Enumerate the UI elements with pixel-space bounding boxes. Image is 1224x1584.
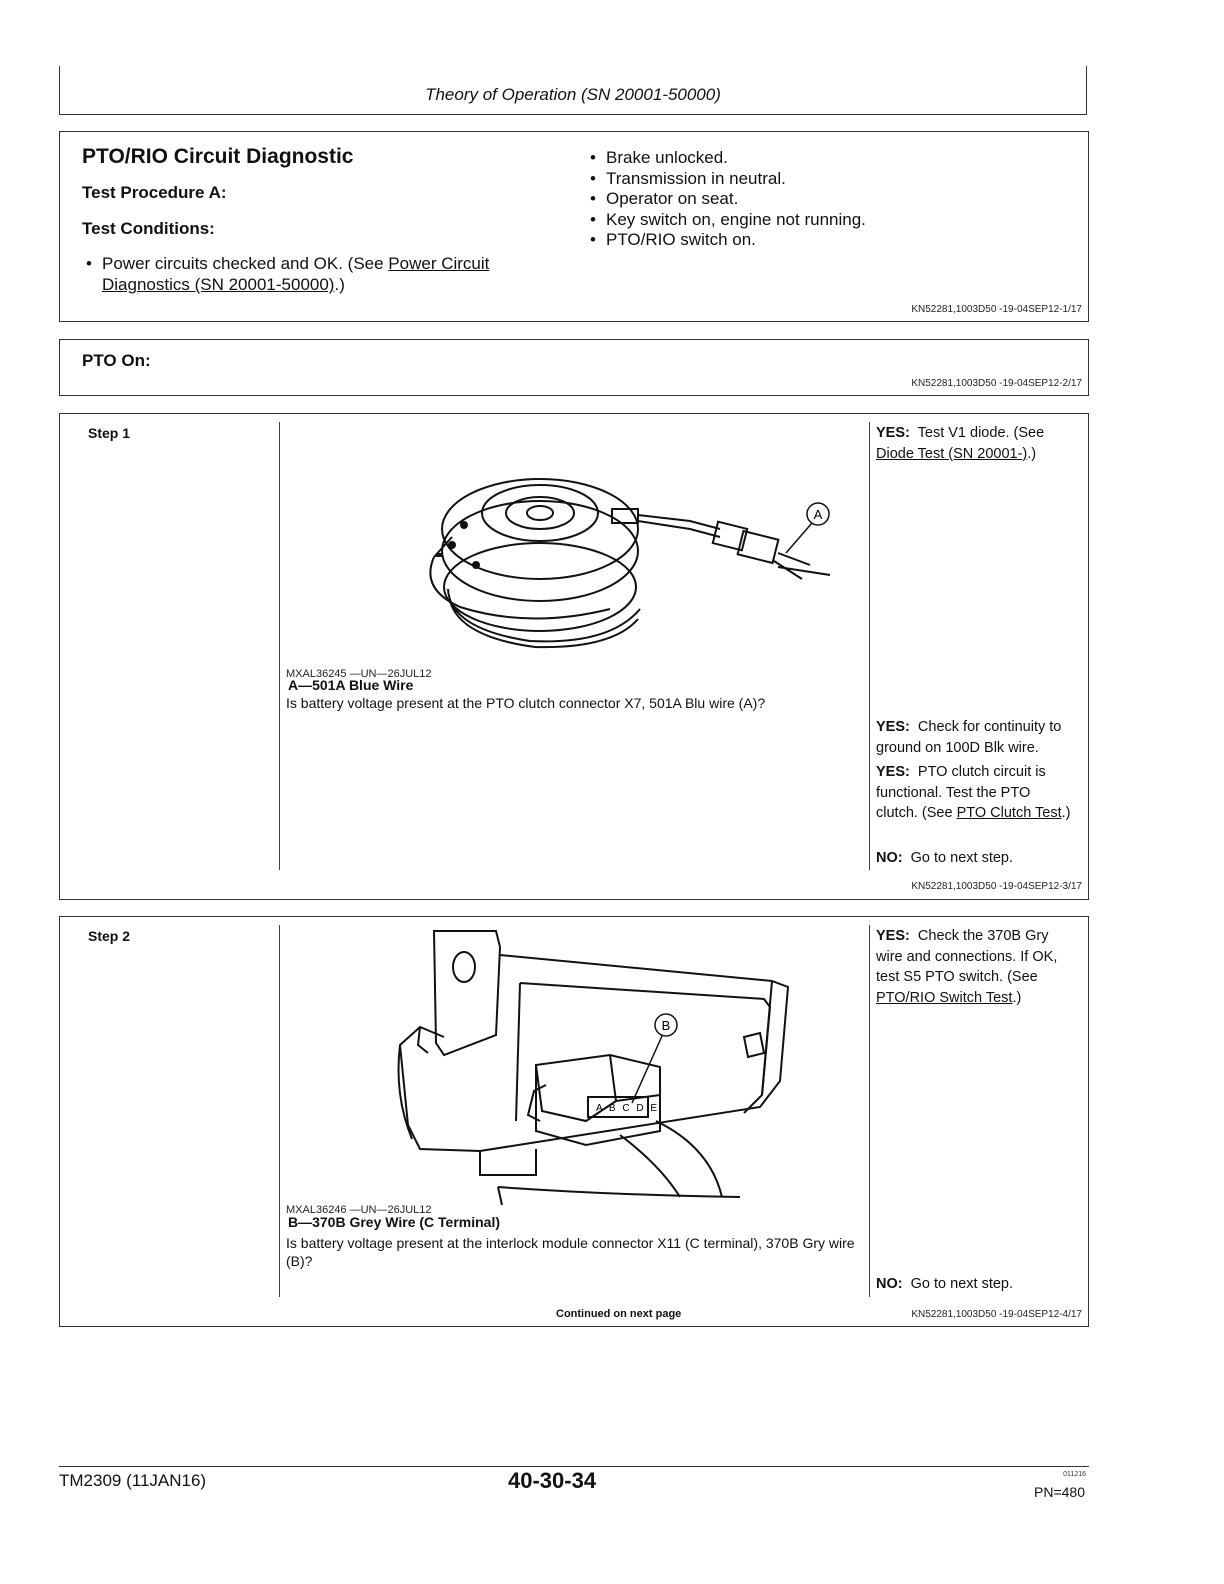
section-title: PTO/RIO Circuit Diagnostic [82,145,354,168]
step-1-box: Step 1 [59,413,1089,900]
no-result: NO: Go to next step. [876,1274,1071,1295]
condition-item: PTO/RIO switch on. [588,230,1008,251]
callout-a: A [814,507,823,522]
pto-clutch-illustration: A [429,478,831,649]
callout-circle [654,1013,678,1037]
condition-item: Transmission in neutral. [588,169,1008,190]
pto-rio-switch-test-link[interactable]: PTO/RIO Switch Test [876,989,1013,1006]
no-label: NO: [876,1276,903,1292]
condition-suffix: .) [334,275,345,294]
result-text: Check for continuity to ground on 100D B… [876,719,1062,756]
image-id: MXAL36245 —UN—26JUL12 [286,668,432,680]
result-text: Check the 370B Gry wire and connections.… [876,928,1058,985]
result-text: Go to next step. [910,850,1014,866]
yes-result-1: YES: Test V1 diode. (See Diode Test (SN … [876,423,1071,464]
continued-note: Continued on next page [556,1308,682,1320]
pto-on-title: PTO On: [82,351,151,370]
result-text: PTO clutch circuit is functional. Test t… [876,764,1046,821]
result-suffix: .) [1012,989,1022,1006]
condition-item: Brake unlocked. [588,148,1008,169]
document-id: TM2309 (11JAN16) [59,1471,207,1490]
reference-code: KN52281,1003D50 -19-04SEP12-4/17 [911,1309,1082,1320]
step-2-box: Step 2 [59,916,1089,1327]
test-procedure-label: Test Procedure A: [82,183,227,202]
callout-b: B [662,1018,671,1033]
result-suffix: .) [1061,805,1071,821]
condition-power-circuits: Power circuits checked and OK. (See Powe… [84,253,562,295]
connector-terminal-letters: A B C D E [596,1103,659,1114]
result-text: Go to next step. [910,1276,1014,1292]
interlock-module-illustration: A B C D E B [397,930,790,1206]
yes-result-2: YES: Check for continuity to ground on 1… [876,717,1071,758]
result-suffix: .) [1027,445,1037,462]
image-id: MXAL36246 —UN—26JUL12 [286,1204,432,1216]
reference-code: KN52281,1003D50 -19-04SEP12-1/17 [911,304,1082,315]
condition-text: Power circuits checked and OK. (See [102,254,389,273]
reference-code: KN52281,1003D50 -19-04SEP12-2/17 [911,378,1082,389]
page-header: Theory of Operation (SN 20001-50000) [59,66,1087,115]
column-divider [869,925,870,1297]
yes-label: YES: [876,719,910,735]
condition-item: Operator on seat. [588,189,1008,210]
diode-test-link[interactable]: Diode Test (SN 20001-) [876,445,1028,462]
result-text: Test V1 diode. (See [917,425,1045,441]
page-number: 40-30-34 [508,1468,597,1493]
column-divider [279,925,280,1297]
test-conditions-label: Test Conditions: [82,219,215,238]
yes-result: YES: Check the 370B Gry wire and connect… [876,926,1071,1008]
pto-on-box: PTO On: KN52281,1003D50 -19-04SEP12-2/17 [59,339,1089,396]
figure-caption: A—501A Blue Wire [288,677,414,693]
yes-label: YES: [876,928,910,944]
step-question: Is battery voltage present at the interl… [286,1235,855,1269]
condition-item: Key switch on, engine not running. [588,210,1008,231]
figure-caption: B—370B Grey Wire (C Terminal) [288,1214,501,1230]
no-result: NO: Go to next step. [876,848,1071,869]
callout-circle [806,502,830,526]
conditions-list: Brake unlocked. Transmission in neutral.… [588,148,1008,251]
no-label: NO: [876,850,903,866]
column-divider [869,422,870,870]
step-question: Is battery voltage present at the PTO cl… [286,695,766,711]
step-label: Step 2 [88,928,131,944]
power-circuit-diagnostics-link[interactable]: Power Circuit Diagnostics (SN 20001-5000… [102,254,490,294]
yes-label: YES: [876,425,910,441]
diagnostic-intro-box: PTO/RIO Circuit Diagnostic Test Procedur… [59,131,1089,322]
yes-result-3: YES: PTO clutch circuit is functional. T… [876,762,1071,824]
reference-code: KN52281,1003D50 -19-04SEP12-3/17 [911,881,1082,892]
step-label: Step 1 [88,425,131,441]
pto-clutch-test-link[interactable]: PTO Clutch Test [956,805,1062,821]
print-code: 011216 [1063,1471,1086,1478]
footer-rule [59,1466,1089,1467]
column-divider [279,422,280,870]
yes-label: YES: [876,764,910,780]
header-title: Theory of Operation (SN 20001-50000) [425,85,721,104]
pn-number: PN=480 [1034,1484,1085,1500]
